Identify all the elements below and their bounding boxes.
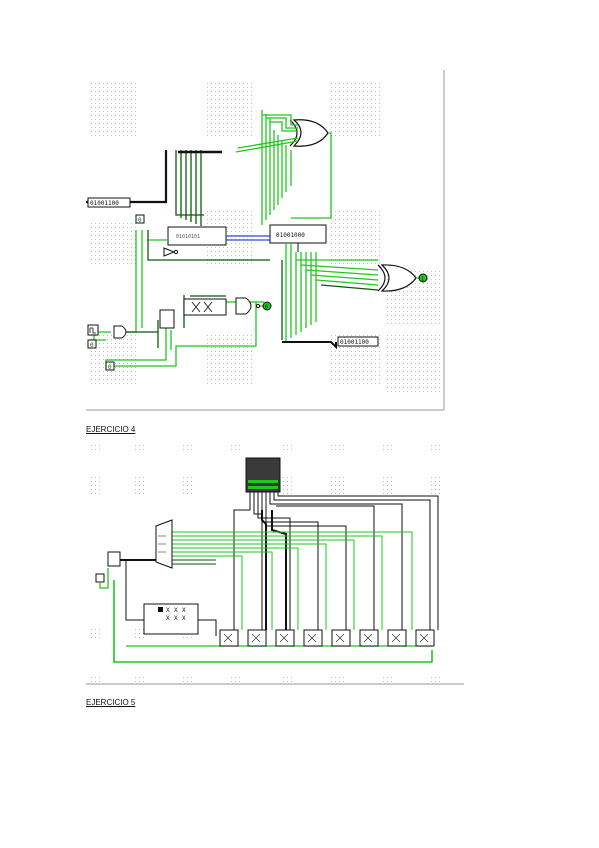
xor-gate-right <box>377 264 417 292</box>
svg-text:0: 0 <box>138 217 142 224</box>
section-heading-ejercicio-5: EJERCICIO 5 <box>86 698 136 707</box>
decoder <box>155 519 173 569</box>
grid-dots-2 <box>88 442 442 682</box>
svg-text:01001100: 01001100 <box>340 339 369 346</box>
svg-text:0: 0 <box>265 305 268 311</box>
circuit-figure-2: X X X X X X <box>86 440 466 686</box>
xor-gate-top <box>289 119 329 147</box>
clock-input <box>87 324 99 336</box>
svg-text:0: 0 <box>108 364 112 371</box>
probe-c: 0 <box>105 361 115 371</box>
register-bottom: 01001100 <box>337 336 379 347</box>
register-center: 01001000 <box>269 224 327 244</box>
svg-text:X: X <box>182 615 186 622</box>
grid-dots <box>88 82 441 392</box>
svg-text:01010101: 01010101 <box>176 234 200 240</box>
svg-text:X: X <box>182 607 186 614</box>
probe-d: 0 <box>87 339 97 349</box>
svg-text:X: X <box>174 615 178 622</box>
svg-text:01001100: 01001100 <box>90 200 119 207</box>
probe-out: 1 <box>418 273 428 283</box>
circuit-figure-1: 01001100 0 01010101 01001000 <box>86 70 446 412</box>
display-block <box>245 457 281 493</box>
register-middle: 01010101 <box>167 226 227 246</box>
svg-text:0: 0 <box>90 342 94 349</box>
svg-text:X: X <box>166 607 170 614</box>
section-heading-ejercicio-4: EJERCICIO 4 <box>86 425 136 434</box>
svg-text:01001000: 01001000 <box>276 232 305 239</box>
svg-text:X: X <box>166 615 170 622</box>
flip-flop-row <box>219 629 435 647</box>
svg-text:1: 1 <box>421 277 424 283</box>
control-block: X X X X X X <box>143 603 199 635</box>
probe-b: 0 <box>262 301 272 311</box>
svg-text:X: X <box>174 607 178 614</box>
register-left: 01001100 <box>87 197 131 208</box>
probe-a: 0 <box>135 214 145 224</box>
input-probe <box>95 573 105 583</box>
